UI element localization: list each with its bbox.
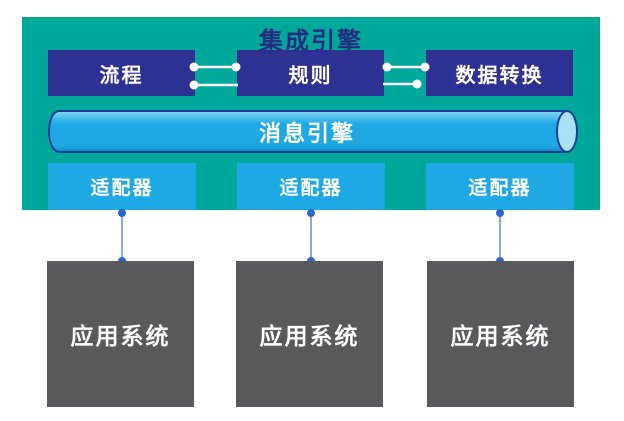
connector-dot [307, 209, 315, 217]
adapter-1-label: 适配器 [90, 178, 154, 199]
connector-dot [496, 209, 504, 217]
link-endpoint-dot [412, 79, 422, 89]
module-rules-label: 规则 [288, 64, 333, 87]
connector-dot [118, 209, 126, 217]
adapter-2-label: 适配器 [279, 178, 343, 199]
cylinder-end-cap [556, 110, 578, 153]
adapter-box-3: 适配器 [426, 163, 574, 210]
message-engine-label: 消息引擎 [258, 120, 355, 146]
integration-engine-container: 集成引擎 流程 规则 数据转换 消息引擎 [22, 17, 600, 210]
application-system-box-2: 应用系统 [236, 261, 383, 407]
module-box-process: 流程 [48, 50, 195, 96]
module-box-data-transform: 数据转换 [426, 50, 573, 96]
adapter-box-2: 适配器 [237, 163, 385, 210]
application-system-box-3: 应用系统 [427, 261, 574, 407]
application-system-1-label: 应用系统 [70, 323, 171, 349]
application-system-box-1: 应用系统 [47, 261, 194, 407]
message-engine-cylinder: 消息引擎 [48, 110, 566, 153]
module-process-label: 流程 [99, 64, 144, 87]
adapter-3-label: 适配器 [468, 178, 532, 199]
adapter-box-1: 适配器 [48, 163, 196, 210]
application-system-2-label: 应用系统 [259, 323, 360, 349]
module-box-rules: 规则 [237, 50, 384, 96]
module-data-transform-label: 数据转换 [455, 64, 544, 87]
application-system-3-label: 应用系统 [450, 323, 551, 349]
